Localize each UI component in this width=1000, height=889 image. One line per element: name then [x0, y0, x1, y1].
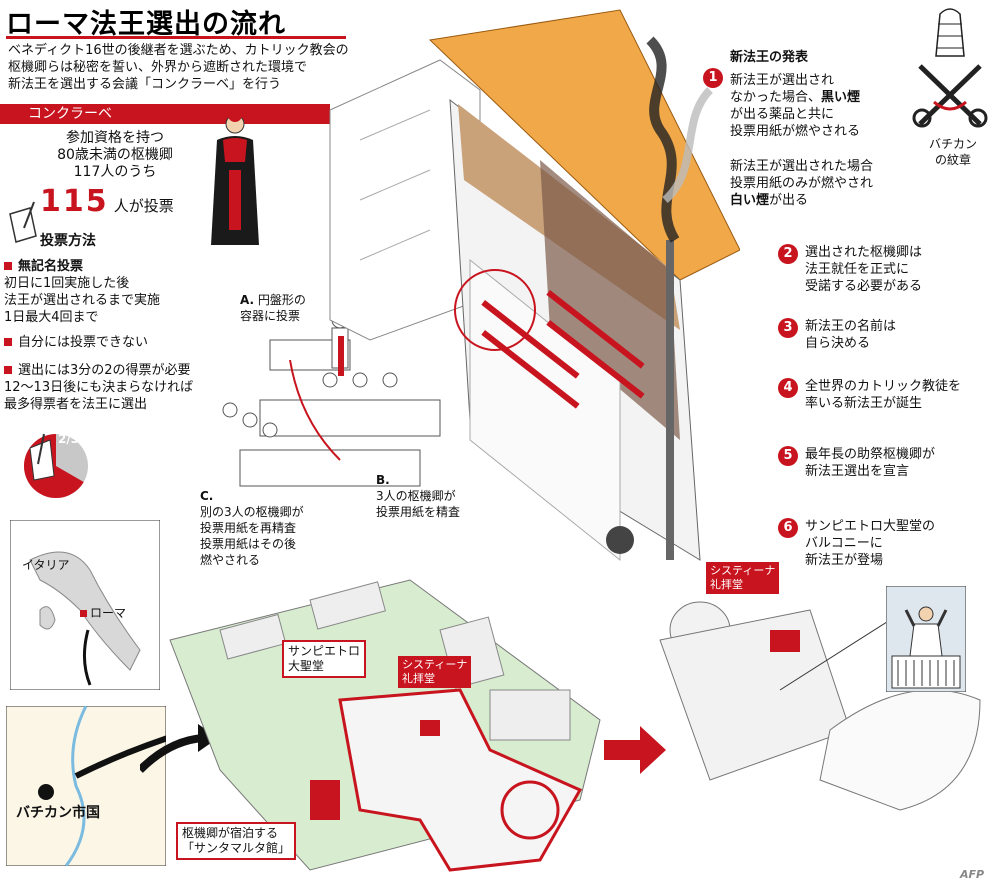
step-1b-text-post: が出る [769, 193, 809, 208]
sistine-basilica-label: システィーナ 礼拝堂 [706, 562, 780, 594]
sistine-chapel-cutaway [329, 9, 740, 562]
step-1-badge: 1 [703, 68, 723, 88]
bullet-icon [4, 338, 12, 346]
announcement-title: 新法王の発表 [730, 50, 809, 65]
step-1-text-pre: 新法王が選出され なかった場合、 [730, 73, 835, 105]
step-1b-text-pre: 新法王が選出された場合 投票用紙のみが燃やされ [730, 159, 874, 191]
step-c-letter: C. [200, 489, 214, 503]
santa-marta-label: 枢機卿が宿泊する 「サンタマルタ館」 [176, 822, 297, 860]
title-underline [6, 36, 346, 39]
rome-label: ローマ [90, 606, 127, 620]
step-5-text: 最年長の助祭枢機卿が 新法王選出を宣言 [805, 447, 936, 479]
step-2-text: 選出された枢機卿は 法王就任を正式に 受諾する必要がある [805, 245, 923, 294]
step-6-text: サンピエトロ大聖堂の バルコニーに 新法王が登場 [805, 519, 936, 568]
vote-count: 115 人が投票 [40, 184, 174, 219]
step-b-text: 3人の枢機卿が 投票用紙を精査 [376, 489, 461, 519]
st-peters-basilica-illustration [659, 601, 981, 811]
bullet-icon [4, 366, 12, 374]
rome-map [6, 706, 166, 866]
vatican-emblem-icon [912, 8, 988, 128]
step-4-badge: 4 [778, 378, 798, 398]
ballot-pencil-icon [9, 201, 37, 243]
step-1b-text: 新法王が選出された場合 投票用紙のみが燃やされ 白い煙が出る [730, 158, 920, 209]
rule-secret-ballot-detail: 初日に1回実施した後 法王が選出されるまで実施 1日最大4回まで [4, 276, 161, 325]
step-b-label: B. 3人の枢機卿が 投票用紙を精査 [376, 472, 460, 520]
vote-count-suffix: 人が投票 [113, 197, 174, 215]
vatican-city-label: バチカン市国 [16, 805, 100, 821]
sistine-map-label: システィーナ 礼拝堂 [398, 656, 472, 688]
red-arrow-icon [604, 726, 666, 774]
rule-no-self-vote: 自分には投票できない [4, 334, 294, 351]
pope-balcony-illustration [886, 586, 966, 692]
step-1-text: 新法王が選出され なかった場合、黒い煙 が出る薬品と共に 投票用紙が燃やされる [730, 72, 920, 140]
two-thirds-pie [23, 433, 88, 498]
emblem-label: バチカン の紋章 [928, 137, 977, 167]
step-1-text-post: が出る薬品と共に 投票用紙が燃やされる [730, 107, 861, 139]
vote-count-number: 115 [40, 184, 109, 219]
eligible-cardinals-text: 参加資格を持つ 80歳未満の枢機卿 117人のうち [57, 130, 173, 180]
step-5-badge: 5 [778, 446, 798, 466]
step-c-label: C. 別の3人の枢機卿が 投票用紙を再精査 投票用紙はその後 燃やされる [200, 488, 304, 568]
step-3-badge: 3 [778, 318, 798, 338]
step-a-letter: A. [240, 293, 255, 307]
step-a-text: 円盤形の 容器に投票 [240, 293, 306, 323]
voting-process-illustration [222, 311, 441, 487]
rule-two-thirds: 選出には3分の2の得票が必要 12～13日後にも決まらなければ 最多得票者を法王… [4, 362, 294, 413]
rule-two-thirds-text: 選出には3分の2の得票が必要 12～13日後にも決まらなければ 最多得票者を法王… [4, 363, 194, 412]
step-1-text-bold: 黒い煙 [821, 90, 861, 105]
step-2-badge: 2 [778, 244, 798, 264]
rule-secret-ballot-title: 無記名投票 [18, 259, 84, 274]
step-c-text: 別の3人の枢機卿が 投票用紙を再精査 投票用紙はその後 燃やされる [200, 505, 304, 567]
cardinal-figure [211, 110, 259, 245]
st-peters-label: サンピエトロ 大聖堂 [282, 640, 367, 678]
step-b-letter: B. [376, 473, 390, 487]
italy-label: イタリア [22, 558, 70, 572]
rule-no-self-vote-text: 自分には投票できない [18, 335, 149, 350]
step-6-badge: 6 [778, 518, 798, 538]
conclave-banner: コンクラーベ [0, 104, 330, 124]
bullet-icon [4, 262, 12, 270]
step-1b-text-bold: 白い煙 [730, 193, 770, 208]
step-a-label: A. 円盤形の 容器に投票 [240, 292, 306, 324]
agency-credit: AFP [960, 868, 985, 881]
intro-text: ベネディクト16世の後継者を選ぶため、カトリック教会の 枢機卿らは秘密を誓い、外… [8, 43, 349, 92]
italy-map [10, 520, 160, 690]
rule-secret-ballot: 無記名投票初日に1回実施した後 法王が選出されるまで実施 1日最大4回まで [4, 258, 294, 326]
step-4-text: 全世界のカトリック教徒を 率いる新法王が誕生 [805, 379, 962, 411]
page-title: ローマ法王選出の流れ [6, 9, 286, 40]
two-thirds-label: 2/3 [58, 432, 80, 446]
step-3-text: 新法王の名前は 自ら決める [805, 319, 897, 351]
vatican-city-3d-map [169, 579, 601, 872]
voting-method-title: 投票方法 [40, 233, 96, 249]
